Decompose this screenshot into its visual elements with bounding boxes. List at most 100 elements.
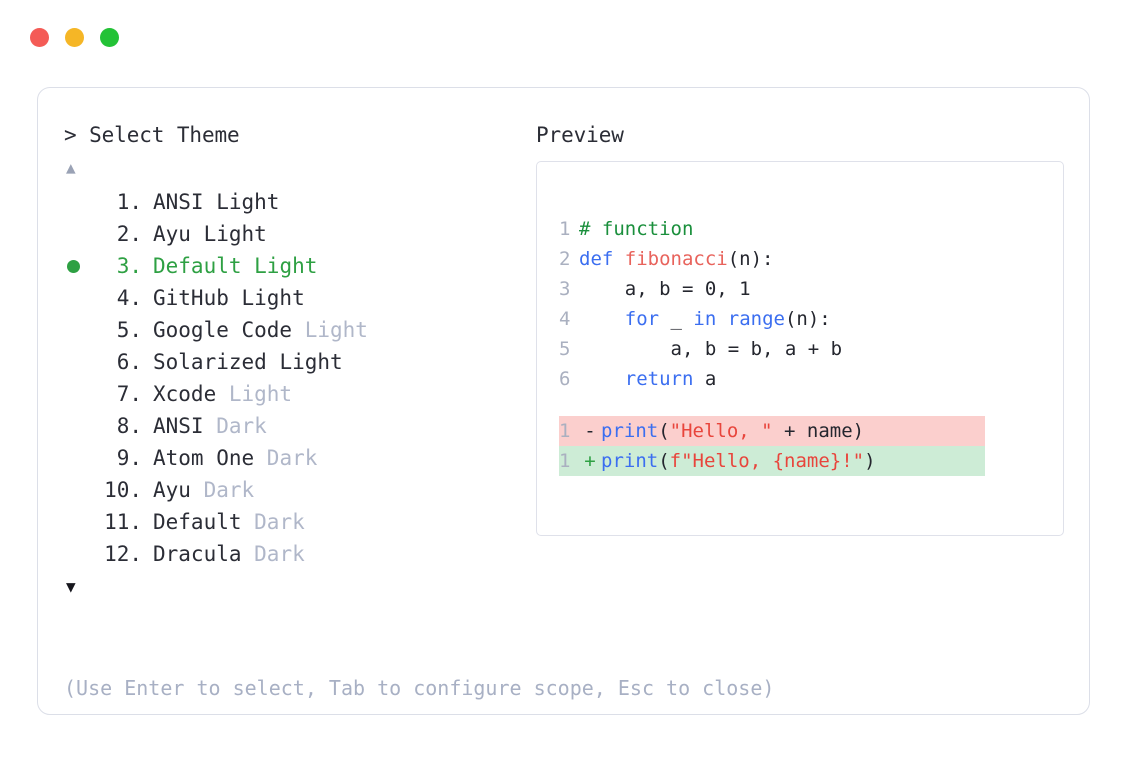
selection-bullet-cell [64,442,94,474]
selected-bullet-icon [67,259,80,273]
code-token: + name) [772,420,865,442]
theme-item-label: ANSI Dark [153,410,267,442]
theme-item-index: 7. [116,382,142,406]
code-token: ( [658,420,670,442]
close-window-button[interactable] [30,28,49,47]
code-token: f"Hello, {name}!" [669,450,865,472]
diff-lines: 1-print("Hello, " + name)1+print(f"Hello… [559,416,1057,476]
theme-item-label: Google Code Light [153,314,368,346]
code-line-content: a, b = 0, 1 [579,274,751,304]
theme-item-index: 3. [116,254,142,278]
maximize-window-button[interactable] [100,28,119,47]
code-line: 2 def fibonacci(n): [559,244,1057,274]
code-line-content: for _ in range(n): [579,304,831,334]
selection-bullet-cell [64,346,94,378]
theme-item-index: 9. [116,446,142,470]
code-token: def [579,248,625,270]
code-line-content: def fibonacci(n): [579,244,773,274]
code-token: ( [658,450,670,472]
theme-item-label: Default Light [153,250,317,282]
code-token: (n): [727,248,774,270]
code-token: _ [659,308,694,330]
theme-item-label: Xcode Light [153,378,292,410]
keyboard-hint: (Use Enter to select, Tab to configure s… [64,676,775,700]
theme-item-index: 5. [116,318,142,342]
theme-item-index: 11. [104,510,142,534]
theme-list-item[interactable]: 1.ANSI Light [64,186,536,218]
line-number: 6 [559,368,571,390]
theme-item-variant: Dark [203,414,267,438]
code-token [579,308,625,330]
code-line: 1 # function [559,214,1057,244]
theme-item-name: Dracula [153,542,242,566]
theme-list-item[interactable]: 9. Atom One Dark [64,442,536,474]
code-line-content: a, b = b, a + b [579,334,843,364]
line-number: 4 [559,308,571,330]
code-token: for [624,308,660,330]
theme-item-label: Solarized Light [153,346,343,378]
theme-item-name: Ayu [153,222,191,246]
minimize-window-button[interactable] [65,28,84,47]
theme-list-item[interactable]: 4. GitHub Light [64,282,536,314]
theme-list-item[interactable]: 6.Solarized Light [64,346,536,378]
code-token: a, b = b, a + b [579,338,843,360]
theme-item-variant: Dark [241,542,305,566]
theme-list-item[interactable]: 8.ANSI Dark [64,410,536,442]
code-line-content: # function [579,214,693,244]
theme-item-index: 10. [104,478,142,502]
selection-bullet-cell [64,218,94,250]
theme-item-label: GitHub Light [153,282,305,314]
code-token: "Hello, " [669,420,773,442]
code-line: 3 a, b = 0, 1 [559,274,1057,304]
theme-item-index: 4. [116,286,142,310]
theme-item-label: Default Dark [153,506,305,538]
selection-bullet-cell [64,250,94,282]
theme-list-item[interactable]: 7. Xcode Light [64,378,536,410]
code-token: a [693,368,717,390]
theme-item-variant: Dark [241,510,305,534]
theme-item-name: ANSI [153,190,204,214]
code-token: return [624,368,694,390]
line-number: 1 [559,218,571,240]
line-number: 2 [559,248,571,270]
theme-item-name: Xcode [153,382,217,406]
diff-line-number: 1 [559,420,571,442]
theme-item-label: Ayu Dark [153,474,254,506]
theme-list-item[interactable]: 5. Google Code Light [64,314,536,346]
theme-item-name: Atom One [153,446,255,470]
diff-line-content: print("Hello, " + name) [601,416,864,446]
code-token: fibonacci [624,248,728,270]
theme-list-item[interactable]: 11. Default Dark [64,506,536,538]
diff-line-removed: 1-print("Hello, " + name) [559,416,985,446]
code-token: ) [864,450,876,472]
diff-line-content: print(f"Hello, {name}!") [601,446,876,476]
theme-item-variant: Light [190,222,267,246]
selection-bullet-cell [64,474,94,506]
diff-sign: - [584,420,596,442]
window-controls [30,28,119,47]
code-line: 5 a, b = b, a + b [559,334,1057,364]
theme-list-item[interactable]: 10. Ayu Dark [64,474,536,506]
code-token: (n): [784,308,831,330]
scroll-up-indicator-icon[interactable]: ▲ [66,158,76,177]
line-number: 3 [559,278,571,300]
theme-item-variant: Light [228,286,305,310]
preview-label: Preview [536,123,624,147]
theme-item-name: Google Code [153,318,293,342]
theme-item-variant: Light [241,254,318,278]
code-token: in [693,308,728,330]
scroll-down-indicator-icon[interactable]: ▼ [66,577,76,596]
theme-item-index: 12. [104,542,142,566]
theme-list-item[interactable]: 2.Ayu Light [64,218,536,250]
theme-list-item[interactable]: 3. Default Light [64,250,536,282]
selection-bullet-cell [64,410,94,442]
code-token [579,368,625,390]
theme-item-label: Atom One Dark [153,442,317,474]
theme-list-item[interactable]: 12. Dracula Dark [64,538,536,570]
